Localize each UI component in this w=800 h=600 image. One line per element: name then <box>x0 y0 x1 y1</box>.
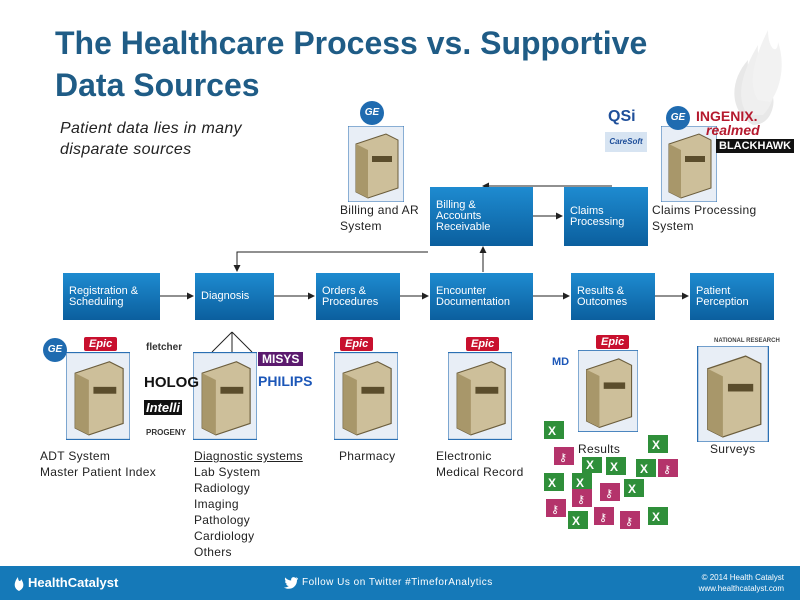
box-orders-procedures: Orders & Procedures <box>316 273 400 320</box>
access-file-icon: ⚷ <box>546 499 566 517</box>
box-claims-processing: Claims Processing <box>564 187 648 246</box>
label-adt-system: ADT System Master Patient Index <box>40 449 157 479</box>
svg-text:⚷: ⚷ <box>663 464 671 476</box>
server-icon <box>697 346 769 442</box>
server-icon <box>334 352 398 440</box>
health-catalyst-logo-icon <box>14 577 24 591</box>
realmed-logo: realmed <box>706 122 760 138</box>
label-surveys: Surveys <box>710 442 756 456</box>
epic-logo: Epic <box>596 335 630 349</box>
server-icon <box>578 350 638 432</box>
svg-text:X: X <box>640 462 648 476</box>
epic-logo: Epic <box>340 337 374 351</box>
blackhawk-logo: BLACKHAWK <box>716 139 795 153</box>
footer-bar: HealthCatalyst Follow Us on Twitter #Tim… <box>0 566 800 600</box>
svg-text:⚷: ⚷ <box>599 512 607 524</box>
server-icon <box>66 352 130 440</box>
fletcher-logo: fletcher <box>146 342 183 353</box>
svg-text:X: X <box>610 460 618 474</box>
svg-text:X: X <box>572 514 580 528</box>
progeny-logo: PROGENY <box>146 428 187 437</box>
caresoft-logo: CareSoft <box>605 132 647 152</box>
label-pharmacy: Pharmacy <box>339 449 396 463</box>
label-diagnostic-systems: Diagnostic systems <box>194 449 303 463</box>
svg-text:X: X <box>548 424 556 438</box>
excel-file-icon: X <box>572 473 592 491</box>
svg-text:⚷: ⚷ <box>577 494 585 506</box>
box-billing-ar: Billing & Accounts Receivable <box>430 187 533 246</box>
access-file-icon: ⚷ <box>594 507 614 525</box>
arrow-billing-diagnosis <box>233 251 428 272</box>
server-icon <box>661 126 717 202</box>
svg-text:X: X <box>652 510 660 524</box>
excel-file-icon: X <box>624 479 644 497</box>
flame-watermark-icon <box>734 30 782 125</box>
svg-text:⚷: ⚷ <box>551 504 559 516</box>
intelli-logo: Intelli <box>144 400 182 415</box>
excel-file-icon: X <box>636 459 656 477</box>
label-claims-system: Claims Processing System <box>652 203 757 233</box>
svg-text:X: X <box>548 476 556 490</box>
svg-text:⚷: ⚷ <box>559 452 567 464</box>
box-results-outcomes: Results & Outcomes <box>571 273 655 320</box>
ingenix-logo: INGENIX. <box>696 108 758 124</box>
box-registration-scheduling: Registration & Scheduling <box>63 273 160 320</box>
access-file-icon: ⚷ <box>554 447 574 465</box>
label-billing-system: Billing and AR System <box>340 203 419 233</box>
philips-logo: PHILIPS <box>258 373 313 389</box>
svg-text:⚷: ⚷ <box>605 488 613 500</box>
subtitle-line-2: disparate sources <box>60 141 192 158</box>
svg-text:X: X <box>652 438 660 452</box>
epic-logo: Epic <box>84 337 118 351</box>
ge-logo: GE <box>666 106 690 130</box>
access-file-icon: ⚷ <box>600 483 620 501</box>
epic-logo: Epic <box>466 337 500 351</box>
excel-file-icon: X <box>648 507 668 525</box>
svg-text:X: X <box>586 458 594 472</box>
svg-text:⚷: ⚷ <box>625 516 633 528</box>
box-diagnosis: Diagnosis <box>195 273 274 320</box>
hologic-logo: HOLOG <box>144 374 199 391</box>
access-file-icon: ⚷ <box>658 459 678 477</box>
footer-copyright-block: © 2014 Health Catalyst www.healthcatalys… <box>699 572 784 594</box>
subtitle: Patient data lies in many disparate sour… <box>60 118 320 160</box>
footer-brand: HealthCatalyst <box>28 575 119 590</box>
misys-logo: MISYS <box>258 352 304 366</box>
excel-file-icon: X <box>648 435 668 453</box>
excel-file-icon: X <box>582 455 602 473</box>
box-patient-perception: Patient Perception <box>690 273 774 320</box>
access-file-icon: ⚷ <box>620 511 640 529</box>
excel-file-icon: X <box>568 511 588 529</box>
diag-branch-left <box>211 331 233 353</box>
subtitle-line-1: Patient data lies in many <box>60 120 242 137</box>
twitter-bird-icon[interactable] <box>282 574 300 592</box>
label-emr: Electronic Medical Record <box>436 449 524 479</box>
excel-file-icon: X <box>606 457 626 475</box>
excel-file-icon: X <box>544 473 564 491</box>
box-encounter-documentation: Encounter Documentation <box>430 273 533 320</box>
server-icon <box>348 126 404 202</box>
ge-logo: GE <box>43 338 67 362</box>
footer-twitter-text[interactable]: Follow Us on Twitter #TimeforAnalytics <box>302 577 493 588</box>
footer-copyright: © 2014 Health Catalyst <box>701 573 784 582</box>
diag-branch-right <box>231 331 253 353</box>
qsi-logo: QSi <box>608 108 636 125</box>
svg-text:X: X <box>628 482 636 496</box>
svg-text:X: X <box>576 476 584 490</box>
access-file-icon: ⚷ <box>572 489 592 507</box>
excel-file-icon: X <box>544 421 564 439</box>
mediware-logo: MD <box>552 356 570 368</box>
ge-logo: GE <box>360 101 384 125</box>
file-icons-cluster: X ⚷ X ⚷ X ⚷ X ⚷ X ⚷ X X X ⚷ X X ⚷ <box>544 421 678 529</box>
server-icon <box>193 352 257 440</box>
national-research-logo: NATIONAL RESEARCH <box>714 338 780 344</box>
server-icon <box>448 352 512 440</box>
footer-website[interactable]: www.healthcatalyst.com <box>698 584 784 593</box>
label-results: Results <box>578 441 621 457</box>
page-title: The Healthcare Process vs. Supportive Da… <box>55 22 735 106</box>
title-line-1: The Healthcare Process vs. Supportive <box>55 25 648 61</box>
title-line-2: Data Sources <box>55 67 260 103</box>
label-diagnostic-list: Lab System Radiology Imaging Pathology C… <box>194 465 261 559</box>
